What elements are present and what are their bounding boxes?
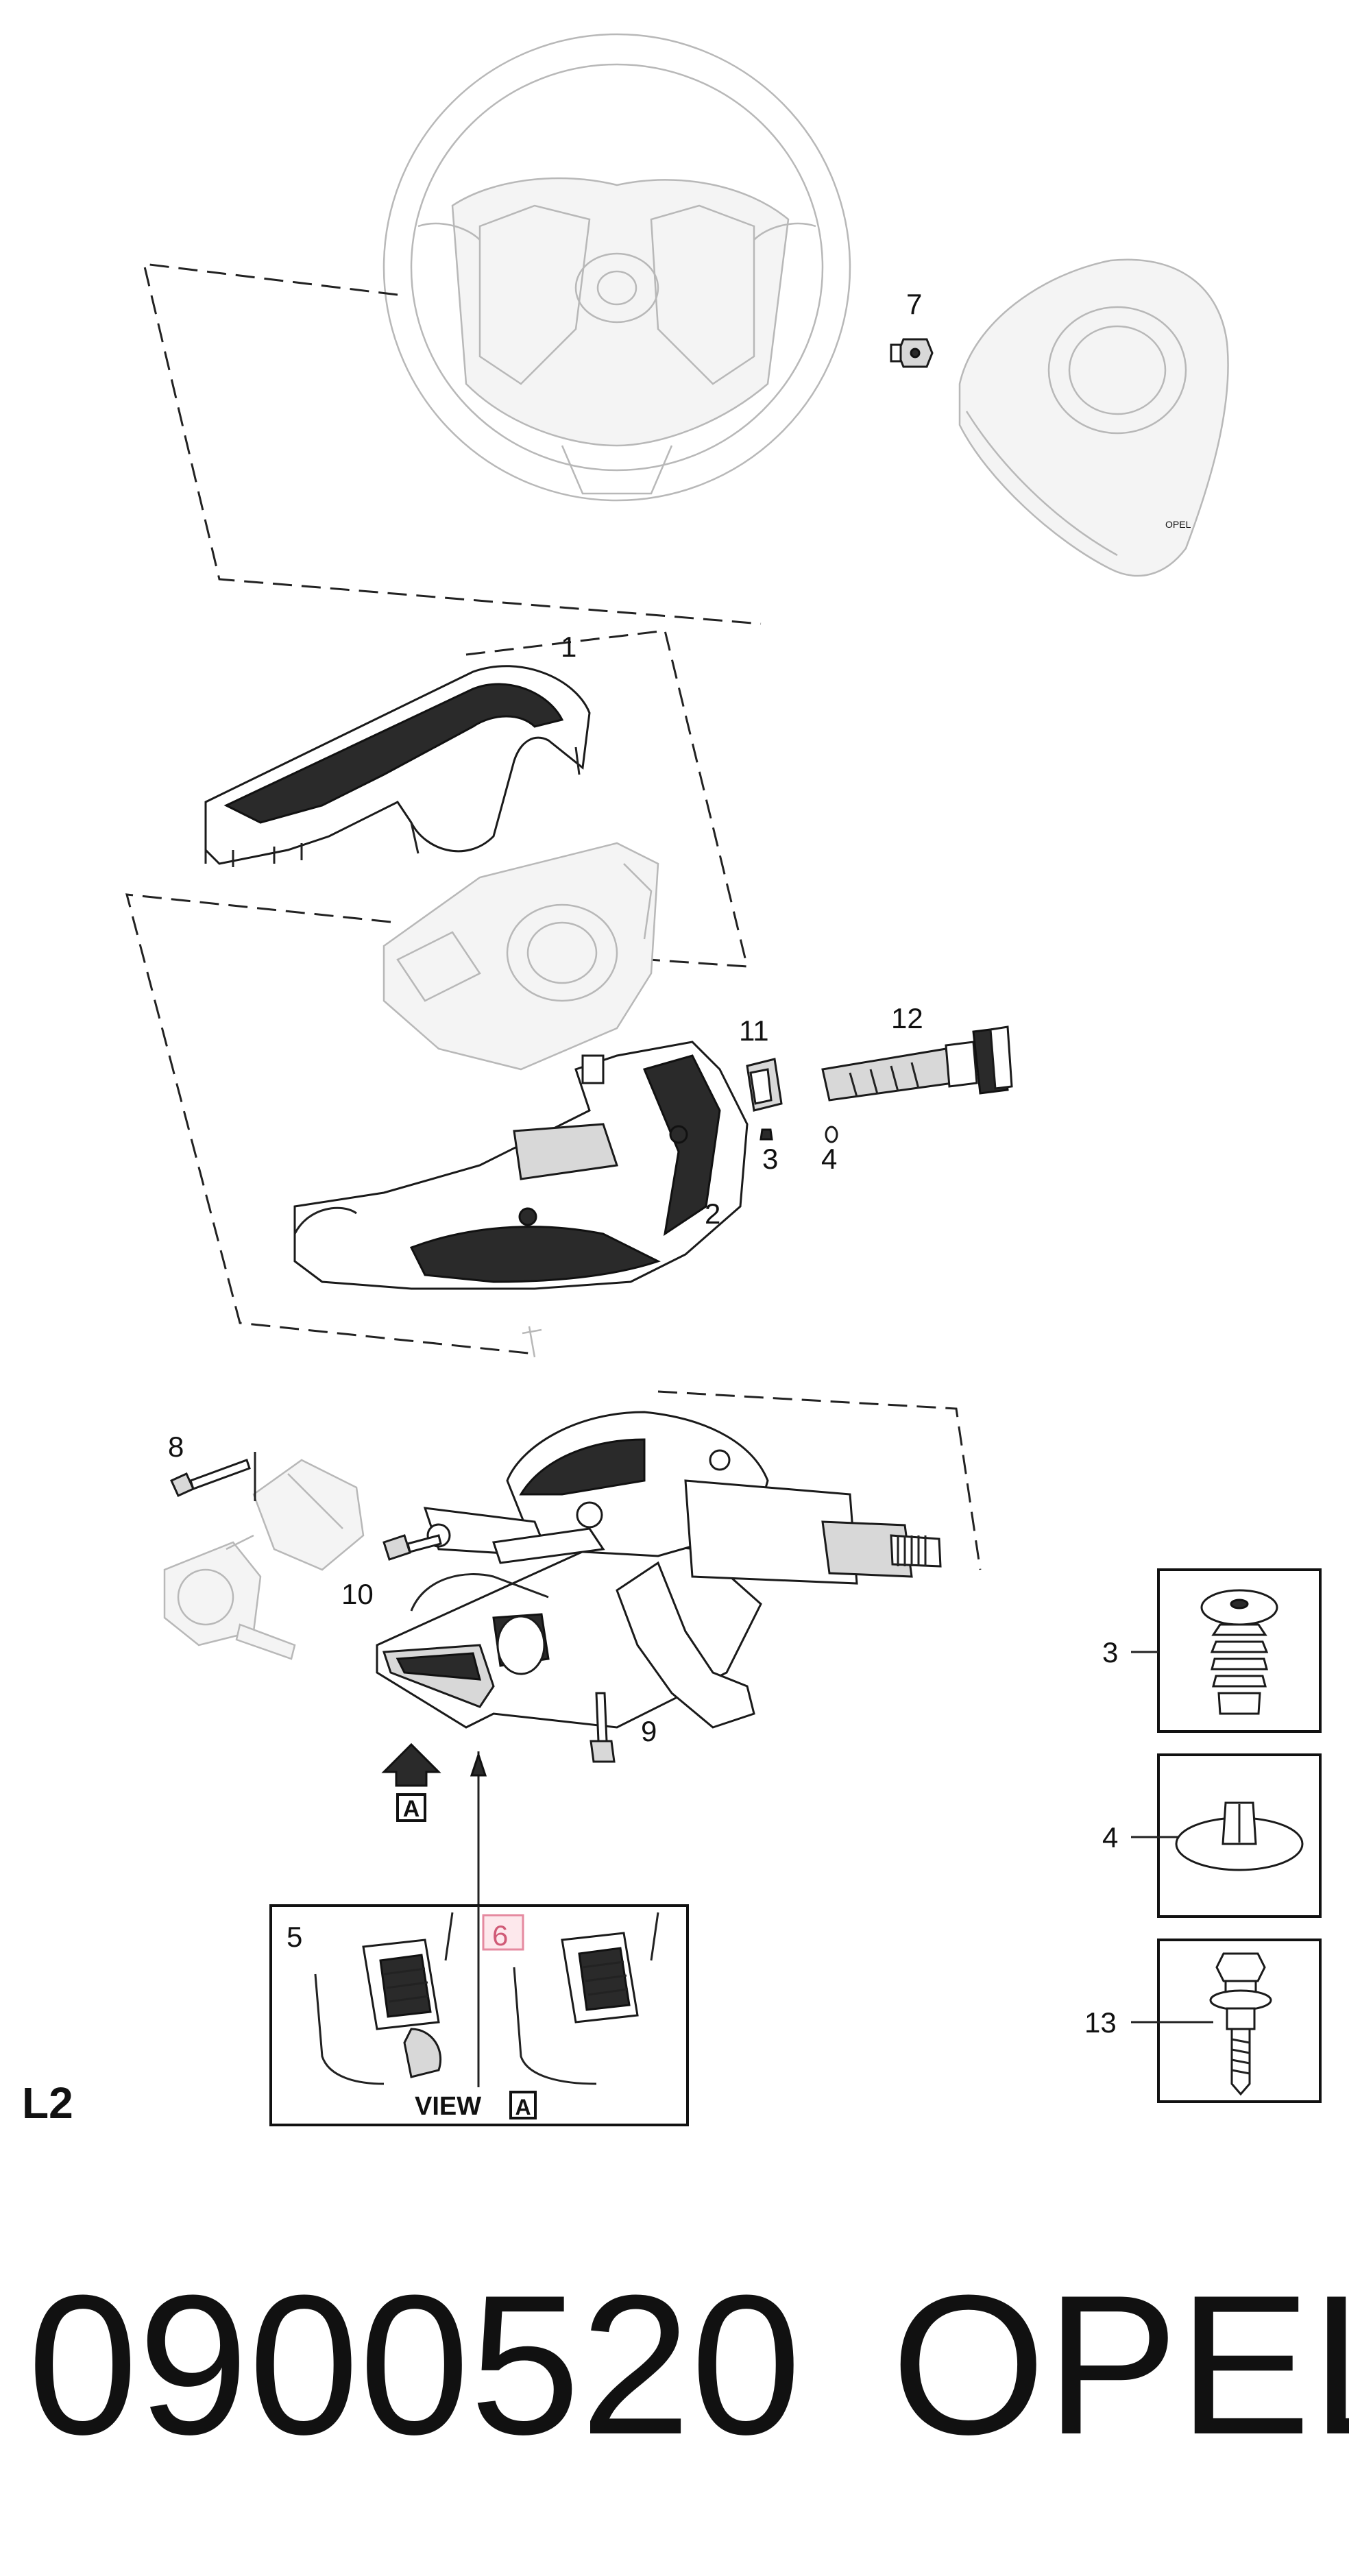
bolt-9 [590,1692,616,1763]
legend-box-13 [1131,1939,1322,2103]
callout-8: 8 [168,1431,184,1463]
connector-6-detail [513,1912,659,2085]
part-number: 0900520 [27,2254,801,2476]
view-a-caption: VIEW [415,2092,481,2121]
inset-label-6: 6 [492,1919,508,1952]
screw-3-small [759,1128,773,1141]
view-a-caption-badge: A [515,2095,531,2119]
legend-label-13: 13 [1084,2006,1117,2039]
legend-box-4 [1131,1753,1322,1918]
view-a-caption-badge-box [509,2091,537,2119]
callout-3: 3 [762,1143,778,1175]
wheel-outline-dashed [143,263,762,625]
lower-trim-cover-2 [293,1041,749,1290]
callout-12: 12 [891,1002,923,1034]
bolt-8 [170,1459,251,1497]
bolt-10 [382,1534,442,1561]
cap-11 [746,1058,783,1112]
steering-wheel [382,33,851,502]
svg-text:OPEL: OPEL [1165,519,1191,530]
legend-label-4: 4 [1102,1821,1118,1854]
intermediate-shaft [163,1459,365,1660]
callout-10: 10 [341,1578,374,1610]
view-pointer-arrowhead [470,1751,487,1777]
lower-cover-outline-dashed [125,893,535,1355]
connector-5-detail [314,1912,454,2085]
callout-7: 7 [906,288,922,320]
upper-trim-cover-1 [204,665,591,867]
airbag-module: OPEL [958,258,1229,577]
callout-11: 11 [739,1014,769,1047]
view-a-direction-arrow [381,1742,441,1822]
legend-box-3 [1131,1568,1322,1733]
callout-6-highlight [482,1914,524,1951]
steering-column [376,1411,942,1729]
loose-screw [522,1326,542,1358]
column-outline-dashed [657,1390,982,1570]
diagram-code: L2 [22,2078,73,2128]
callout-9: 9 [641,1715,657,1747]
legend-label-3: 3 [1102,1636,1118,1668]
brand-name: OPEL [891,2254,1349,2476]
callout-2: 2 [705,1198,720,1230]
callout-1: 1 [561,631,576,663]
view-a-badge-arrow: A [403,1796,420,1822]
screw-7 [890,338,934,368]
lock-cylinder-12 [821,1025,1013,1102]
washer-4-small [825,1126,838,1143]
inset-label-5: 5 [287,1921,302,1953]
clock-spring [382,842,659,1071]
callout-4: 4 [821,1143,837,1175]
